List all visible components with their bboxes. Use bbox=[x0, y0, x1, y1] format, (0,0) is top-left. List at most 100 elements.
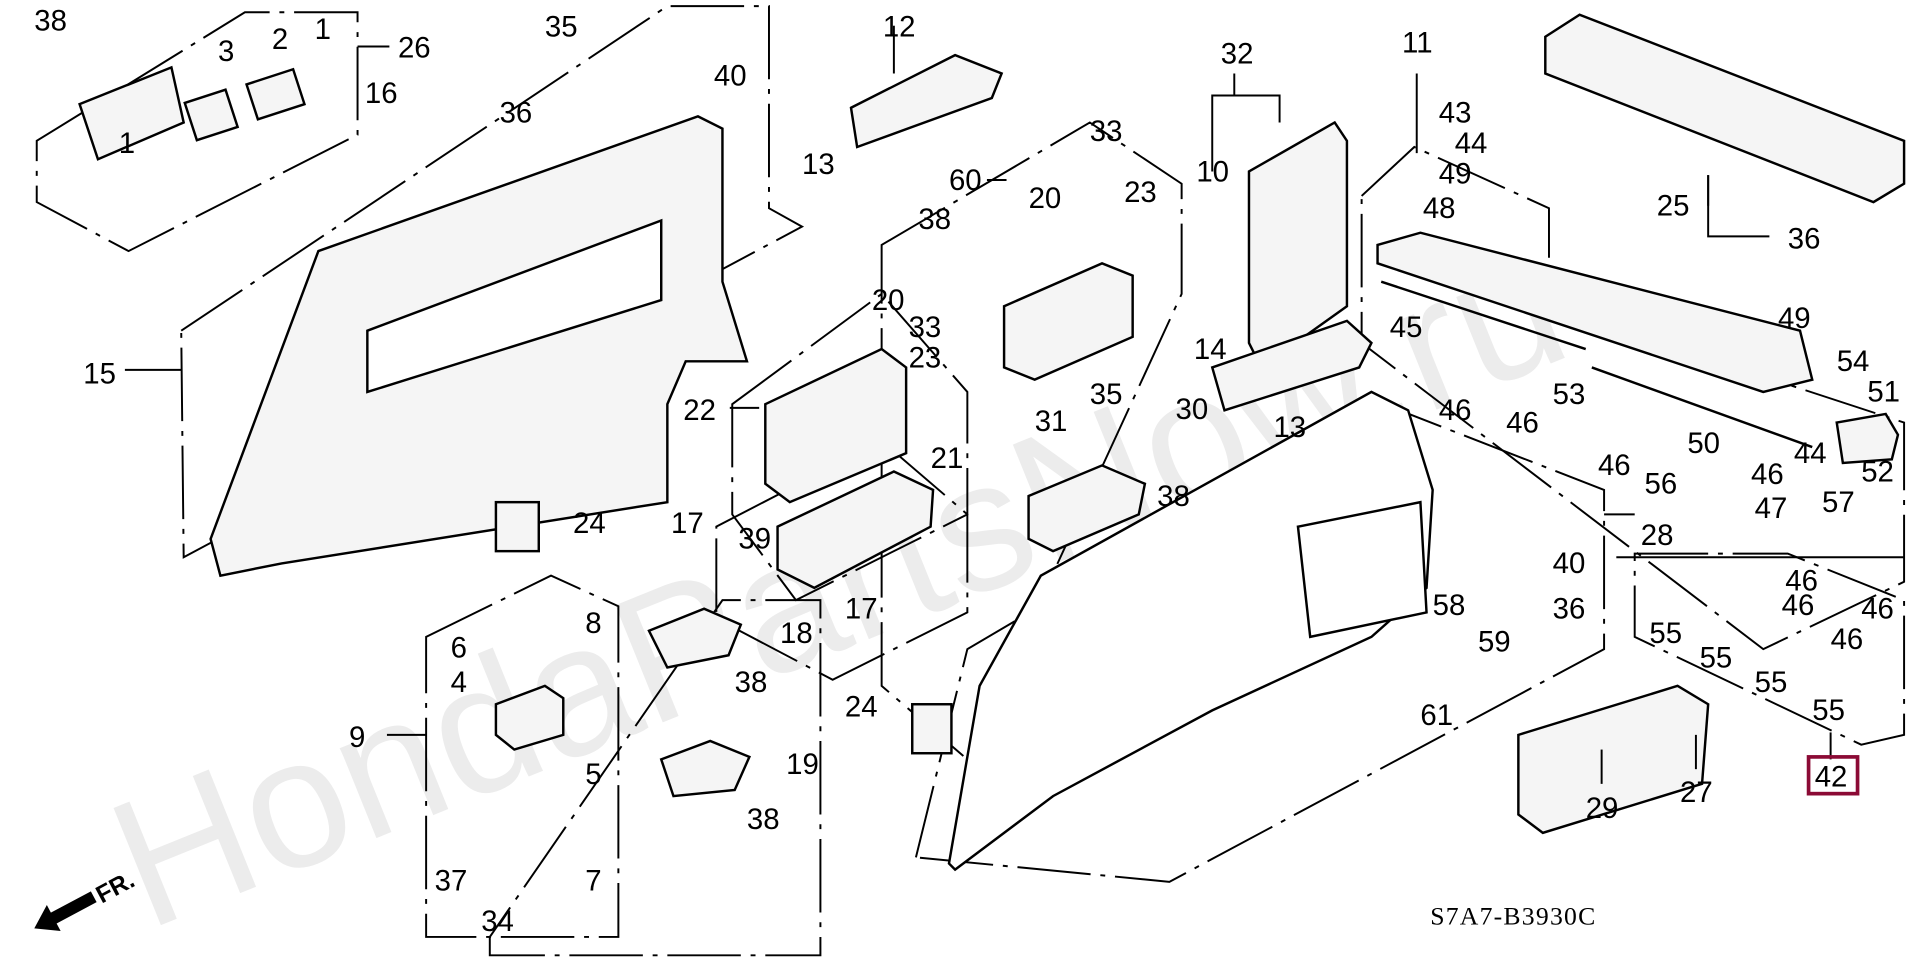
label-55[interactable]: 55 bbox=[1755, 666, 1788, 699]
part-32-speaker-grille[interactable] bbox=[1247, 120, 1349, 370]
label-35[interactable]: 35 bbox=[545, 11, 578, 44]
part-3-vent[interactable] bbox=[183, 88, 240, 142]
label-56[interactable]: 56 bbox=[1644, 468, 1677, 501]
label-23[interactable]: 23 bbox=[909, 341, 942, 374]
label-27[interactable]: 27 bbox=[1680, 776, 1713, 809]
label-54[interactable]: 54 bbox=[1837, 345, 1870, 378]
label-34[interactable]: 34 bbox=[481, 905, 514, 938]
part-29-frame[interactable] bbox=[1517, 684, 1710, 835]
label-51[interactable]: 51 bbox=[1867, 376, 1900, 409]
label-53[interactable]: 53 bbox=[1553, 378, 1586, 411]
label-48[interactable]: 48 bbox=[1423, 192, 1456, 225]
label-4[interactable]: 4 bbox=[451, 666, 467, 699]
label-46[interactable]: 46 bbox=[1751, 458, 1784, 491]
part-22-lid[interactable] bbox=[764, 347, 908, 504]
label-45[interactable]: 45 bbox=[1390, 311, 1423, 344]
part-60-cup-holder[interactable] bbox=[1002, 261, 1134, 382]
label-23[interactable]: 23 bbox=[1124, 176, 1157, 209]
part-21-box[interactable] bbox=[776, 470, 935, 590]
label-8[interactable]: 8 bbox=[585, 607, 601, 640]
part-9-switch[interactable] bbox=[494, 684, 565, 751]
label-50[interactable]: 50 bbox=[1687, 427, 1720, 460]
label-44[interactable]: 44 bbox=[1455, 127, 1488, 160]
label-11[interactable]: 11 bbox=[1402, 27, 1432, 60]
label-33[interactable]: 33 bbox=[1090, 115, 1123, 148]
label-17[interactable]: 17 bbox=[845, 593, 878, 626]
label-46[interactable]: 46 bbox=[1861, 593, 1894, 626]
part-28-rear-trim-panel[interactable] bbox=[947, 390, 1434, 872]
label-18[interactable]: 18 bbox=[780, 617, 813, 650]
label-60[interactable]: 60 bbox=[949, 164, 982, 197]
label-20[interactable]: 20 bbox=[872, 284, 905, 317]
part-52-cap[interactable] bbox=[1835, 412, 1900, 465]
label-44[interactable]: 44 bbox=[1794, 437, 1827, 470]
label-35[interactable]: 35 bbox=[1090, 378, 1123, 411]
label-55[interactable]: 55 bbox=[1812, 694, 1845, 727]
label-46[interactable]: 46 bbox=[1598, 449, 1631, 482]
label-61[interactable]: 61 bbox=[1420, 699, 1453, 732]
label-58[interactable]: 58 bbox=[1433, 589, 1466, 622]
label-43[interactable]: 43 bbox=[1439, 96, 1472, 129]
label-5[interactable]: 5 bbox=[585, 758, 601, 791]
label-37[interactable]: 37 bbox=[435, 864, 468, 897]
label-33[interactable]: 33 bbox=[909, 311, 942, 344]
label-29[interactable]: 29 bbox=[1586, 792, 1619, 825]
label-36[interactable]: 36 bbox=[1553, 593, 1586, 626]
label-1[interactable]: 1 bbox=[315, 13, 331, 46]
label-24[interactable]: 24 bbox=[845, 690, 878, 723]
label-46[interactable]: 46 bbox=[1782, 589, 1815, 622]
label-38[interactable]: 38 bbox=[735, 666, 768, 699]
label-57[interactable]: 57 bbox=[1822, 486, 1855, 519]
part-25-tailgate-trim[interactable] bbox=[1544, 13, 1906, 204]
label-25[interactable]: 25 bbox=[1657, 190, 1690, 223]
label-22[interactable]: 22 bbox=[683, 394, 716, 427]
label-46[interactable]: 46 bbox=[1831, 623, 1864, 656]
label-1[interactable]: 1 bbox=[119, 127, 135, 160]
part-24-cover[interactable] bbox=[494, 500, 540, 553]
part-18-cover[interactable] bbox=[647, 607, 743, 669]
label-31[interactable]: 31 bbox=[1035, 405, 1068, 438]
label-40[interactable]: 40 bbox=[1553, 547, 1586, 580]
label-14[interactable]: 14 bbox=[1194, 333, 1227, 366]
label-21[interactable]: 21 bbox=[931, 442, 964, 475]
label-6[interactable]: 6 bbox=[451, 632, 467, 665]
label-49[interactable]: 49 bbox=[1778, 302, 1811, 335]
label-30[interactable]: 30 bbox=[1176, 393, 1209, 426]
label-55[interactable]: 55 bbox=[1649, 617, 1682, 650]
label-32[interactable]: 32 bbox=[1221, 38, 1254, 71]
label-46[interactable]: 46 bbox=[1439, 394, 1472, 427]
label-19[interactable]: 19 bbox=[786, 748, 819, 781]
label-12[interactable]: 12 bbox=[883, 11, 916, 44]
label-16[interactable]: 16 bbox=[365, 77, 398, 110]
label-47[interactable]: 47 bbox=[1755, 492, 1788, 525]
label-38[interactable]: 38 bbox=[918, 203, 951, 236]
part-45-tonneau-cover[interactable] bbox=[1376, 231, 1814, 394]
label-38[interactable]: 38 bbox=[747, 803, 780, 836]
label-38[interactable]: 38 bbox=[1157, 480, 1190, 513]
label-20[interactable]: 20 bbox=[1029, 182, 1062, 215]
label-42[interactable]: 42 bbox=[1815, 760, 1848, 793]
label-28[interactable]: 28 bbox=[1641, 519, 1674, 552]
label-7[interactable]: 7 bbox=[585, 864, 601, 897]
label-49[interactable]: 49 bbox=[1439, 158, 1472, 191]
part-12-garnish[interactable] bbox=[849, 53, 1004, 149]
label-13[interactable]: 13 bbox=[802, 148, 835, 181]
label-39[interactable]: 39 bbox=[738, 523, 771, 556]
label-36[interactable]: 36 bbox=[500, 96, 533, 129]
part-31-cup-holder[interactable] bbox=[1027, 464, 1147, 553]
label-36[interactable]: 36 bbox=[1788, 223, 1821, 256]
label-38[interactable]: 38 bbox=[34, 5, 67, 38]
label-10[interactable]: 10 bbox=[1196, 155, 1229, 188]
part-14-garnish[interactable] bbox=[1210, 319, 1373, 412]
label-3[interactable]: 3 bbox=[218, 35, 234, 68]
label-59[interactable]: 59 bbox=[1478, 626, 1511, 659]
label-55[interactable]: 55 bbox=[1700, 642, 1733, 675]
label-9[interactable]: 9 bbox=[349, 721, 365, 754]
label-52[interactable]: 52 bbox=[1861, 455, 1894, 488]
part-26-vent-housing[interactable] bbox=[78, 65, 186, 161]
label-2[interactable]: 2 bbox=[272, 23, 288, 56]
part-2-vent[interactable] bbox=[245, 67, 307, 121]
part-19-cover[interactable] bbox=[659, 739, 752, 798]
label-40[interactable]: 40 bbox=[714, 60, 747, 93]
label-24[interactable]: 24 bbox=[573, 507, 606, 540]
